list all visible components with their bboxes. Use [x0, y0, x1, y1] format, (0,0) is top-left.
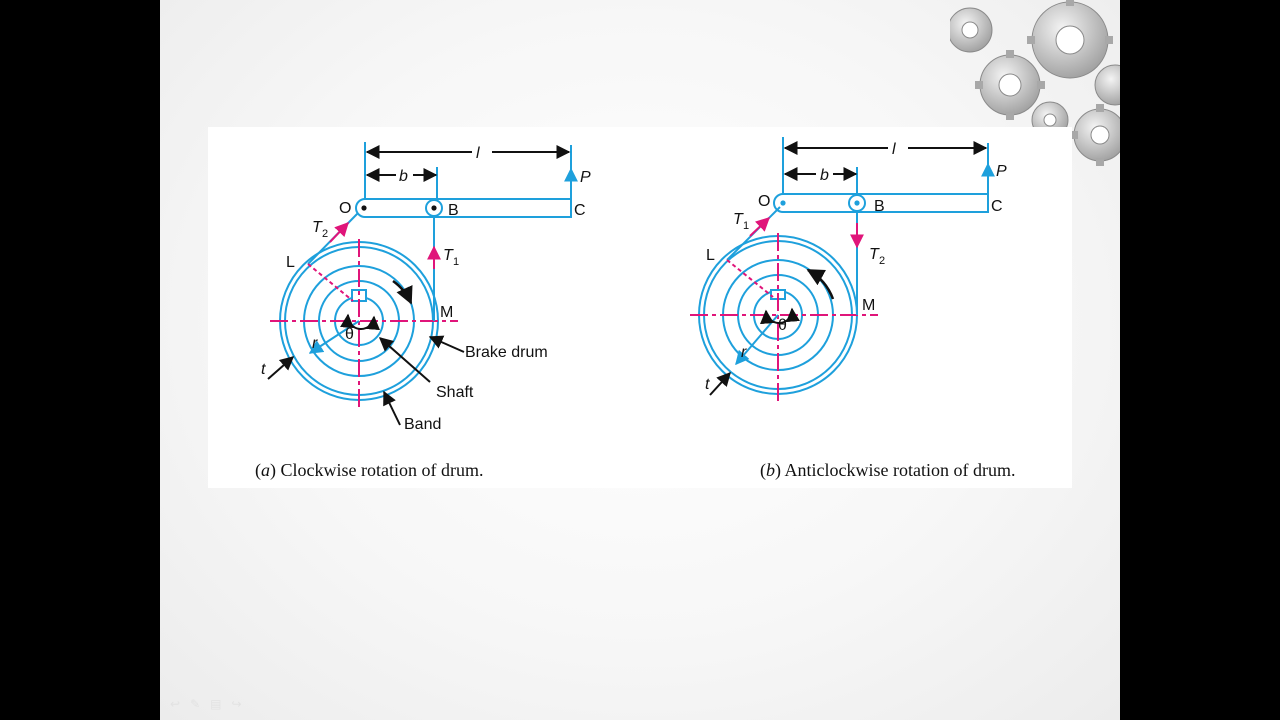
label-T2-b: T	[869, 246, 880, 263]
label-P: P	[580, 169, 591, 186]
label-T1-b: T	[733, 211, 744, 228]
label-O: O	[339, 200, 351, 217]
label-l: l	[476, 145, 480, 162]
label-B-b: B	[874, 198, 885, 215]
caption-b: (b) Anticlockwise rotation of drum.	[760, 460, 1015, 481]
label-T1: T	[443, 247, 454, 264]
label-b: b	[399, 168, 408, 185]
label-L-b: L	[706, 247, 715, 264]
label-r-b: r	[741, 344, 747, 361]
label-P-b: P	[996, 163, 1007, 180]
lever-arm-b	[773, 193, 989, 213]
label-r: r	[312, 335, 318, 352]
slide: l b O B C P	[160, 0, 1120, 720]
label-l-b: l	[892, 141, 896, 158]
pen-icon[interactable]: ✎	[190, 697, 201, 711]
label-B: B	[448, 202, 459, 219]
back-arrow-icon[interactable]: ↩	[170, 697, 181, 711]
label-O-b: O	[758, 193, 770, 210]
label-M: M	[440, 304, 453, 321]
label-brake-drum: Brake drum	[465, 344, 548, 361]
label-b-b: b	[820, 167, 829, 184]
label-band: Band	[404, 416, 441, 433]
svg-text:2: 2	[879, 255, 885, 267]
figure-a: l b O B C P	[255, 142, 591, 481]
label-theta: θ	[345, 326, 354, 343]
label-M-b: M	[862, 297, 875, 314]
label-t: t	[261, 361, 266, 378]
label-theta-b: θ	[778, 317, 787, 334]
svg-text:1: 1	[453, 256, 459, 268]
band-brake-figure: l b O B C P	[255, 137, 1015, 481]
label-t-b: t	[705, 376, 710, 393]
label-shaft: Shaft	[436, 384, 474, 401]
label-T2: T	[312, 219, 323, 236]
svg-text:1: 1	[743, 220, 749, 232]
next-arrow-icon[interactable]: ↪	[231, 697, 242, 711]
lever-arm	[355, 198, 572, 218]
svg-text:2: 2	[322, 228, 328, 240]
menu-icon[interactable]: ▤	[210, 697, 222, 711]
label-C-b: C	[991, 198, 1003, 215]
label-L: L	[286, 254, 295, 271]
caption-a: (a) Clockwise rotation of drum.	[255, 460, 483, 481]
slideshow-controls: ↩ ✎ ▤ ↪	[170, 697, 242, 711]
figure-panel: l b O B C P	[208, 127, 1072, 488]
label-C: C	[574, 202, 586, 219]
figure-b: l b O B C P	[690, 137, 1015, 481]
